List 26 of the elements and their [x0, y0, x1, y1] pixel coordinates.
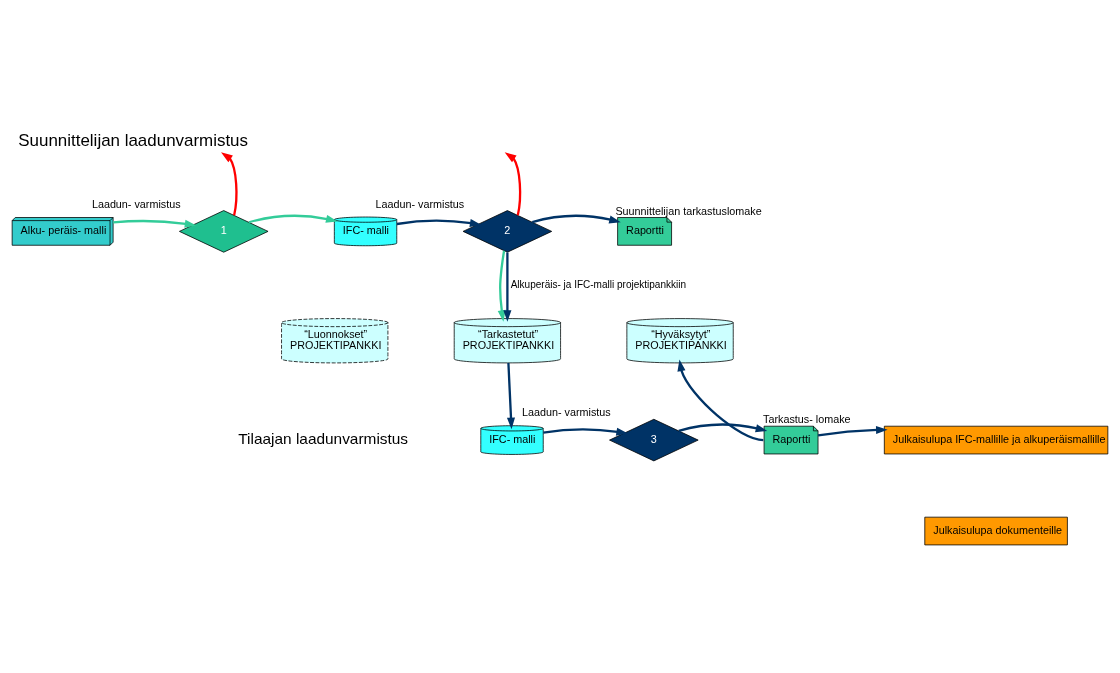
node-label: Suunnittelijan tarkastuslomake	[615, 204, 762, 217]
arrow	[506, 362, 516, 429]
arrow	[503, 251, 512, 322]
arrow	[497, 250, 506, 322]
arrow	[532, 214, 621, 223]
arrow	[817, 425, 888, 436]
arrow	[396, 218, 482, 227]
arrow	[221, 151, 238, 215]
node-label: Laadun- varmistus	[375, 197, 465, 210]
label: Tilaajan laadunvarmistus	[238, 429, 409, 447]
node-diamond: 1	[179, 209, 269, 253]
node-box: Julkaisulupa dokumenteille	[924, 516, 1068, 545]
arrow	[113, 219, 197, 228]
arrow	[504, 151, 522, 215]
diagram-title: Suunnittelijan laadunvarmistus	[18, 130, 249, 150]
node-label: Laadun- varmistus	[91, 197, 181, 210]
node-box: Julkaisulupa IFC-mallille ja alkuperäismallille	[883, 425, 1109, 454]
arrow	[248, 214, 338, 223]
node-diamond: 2	[462, 209, 553, 253]
arrow	[678, 422, 768, 432]
arrow	[543, 427, 628, 436]
node-diamond: 3	[609, 418, 699, 461]
edge-label: Alkuperäis- ja IFC-malli projektipankkiin	[510, 278, 687, 290]
node-label: Tarkastus- lomake	[763, 412, 851, 425]
node-label: Laadun- varmistus	[522, 405, 611, 418]
arrow	[677, 359, 764, 441]
